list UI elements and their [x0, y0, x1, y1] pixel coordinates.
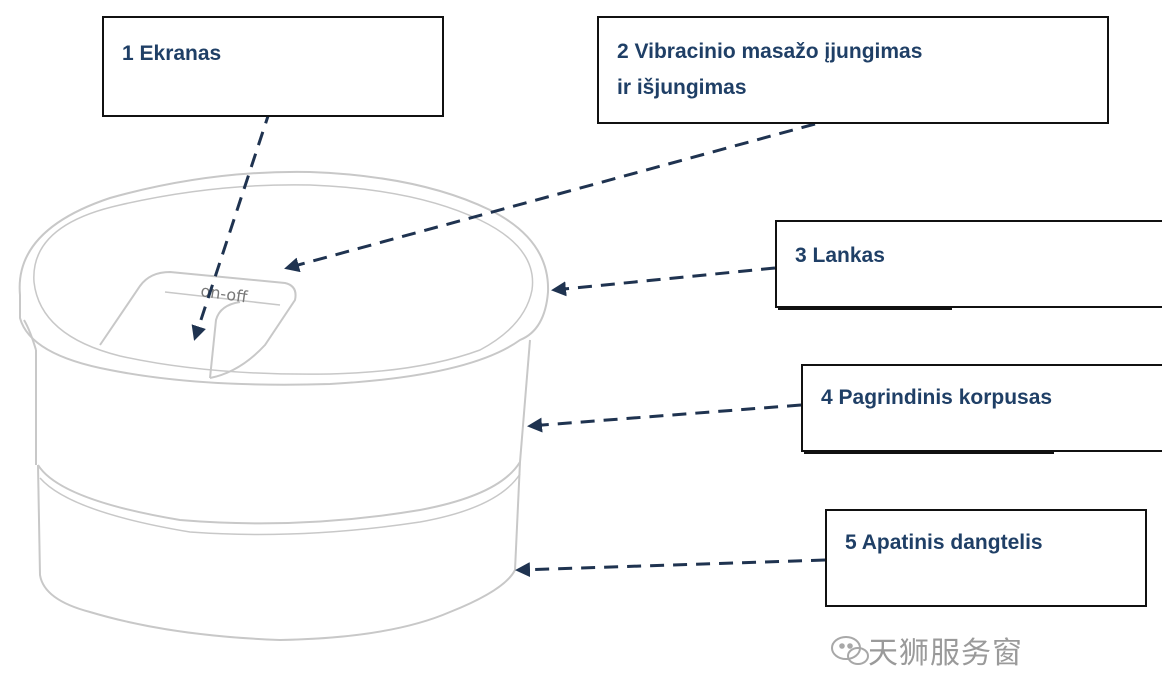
arrow-ring — [551, 266, 776, 297]
label-vibration-switch-line2: ir išjungimas — [617, 76, 747, 99]
label-bottom-cap-text: 5 Apatinis dangtelis — [845, 531, 1043, 554]
label-ring: 3 Lankas — [775, 220, 1162, 308]
label-screen-text: 1 Ekranas — [122, 42, 222, 65]
bottom-cap-seam — [37, 461, 521, 525]
arrow-main-body — [527, 403, 802, 433]
main-body-left-curve — [23, 319, 37, 351]
ring-box-underline — [778, 308, 952, 310]
label-vibration-switch-line1: 2 Vibracinio masažo įjungimas — [617, 40, 923, 63]
main-body-box-underline — [804, 452, 1054, 454]
label-bottom-cap: 5 Apatinis dangtelis — [825, 509, 1147, 607]
arrow-vibration-switch — [284, 122, 816, 273]
label-vibration-switch: 2 Vibracinio masažo įjungimas ir išjungi… — [597, 16, 1109, 124]
pointer-arrows — [191, 109, 826, 578]
label-screen: 1 Ekranas — [102, 16, 444, 117]
ring-outer — [18, 170, 550, 386]
screen-top-line — [164, 291, 281, 306]
screen-divider — [209, 301, 241, 379]
wechat-logo-icon — [831, 636, 869, 665]
ring-inner — [33, 184, 534, 375]
label-ring-text: 3 Lankas — [795, 244, 885, 267]
arrow-screen — [191, 109, 272, 341]
bottom-cap-seam-inner — [39, 473, 521, 536]
bottom-cap-outline — [37, 461, 521, 642]
label-main-body: 4 Pagrindinis korpusas — [801, 364, 1162, 452]
main-body-outline — [35, 339, 531, 465]
arrow-bottom-cap — [515, 558, 826, 578]
on-off-switch-label: on-off — [199, 281, 249, 306]
watermark-text: 天狮服务窗 — [868, 636, 1023, 671]
device-illustration — [18, 170, 550, 642]
screen-panel — [99, 270, 297, 379]
label-vibration-switch-text: 2 Vibracinio masažo įjungimas ir išjungi… — [617, 34, 922, 106]
label-main-body-text: 4 Pagrindinis korpusas — [821, 386, 1053, 409]
